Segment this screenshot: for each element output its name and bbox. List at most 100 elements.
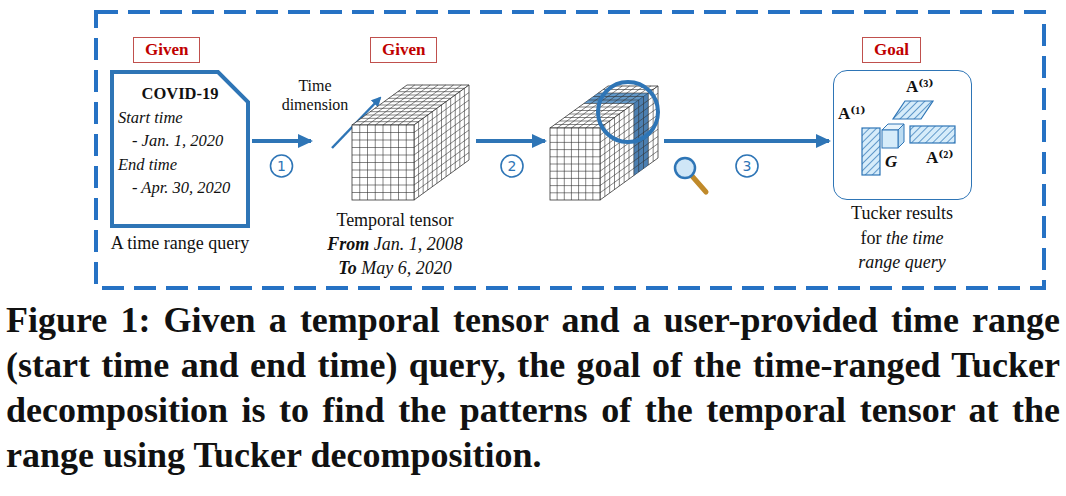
magnifier-handle — [692, 176, 706, 192]
core-tensor — [898, 124, 904, 148]
matrix-label: A⁽²⁾ — [926, 148, 954, 168]
step-arrow — [476, 139, 545, 143]
grid-line — [648, 93, 649, 165]
grid-line — [352, 162, 414, 163]
grid-line — [550, 135, 600, 136]
zoom-circle — [598, 82, 658, 142]
step-circle — [736, 155, 758, 177]
grid-line — [352, 170, 414, 171]
grid-line — [352, 155, 414, 156]
text-line: End time — [118, 153, 242, 177]
grid-line — [357, 121, 419, 122]
grid-line — [565, 117, 615, 118]
core-label: G — [885, 152, 897, 172]
grid-line — [579, 107, 629, 108]
text-line: FromJan. 1, 2008 — [312, 232, 478, 256]
grid-line — [418, 122, 419, 197]
grid-line — [589, 100, 639, 101]
node-text: End time — [118, 155, 177, 174]
text-line: Start time — [118, 106, 242, 130]
node-text: Given — [145, 40, 188, 59]
grid-line — [427, 115, 428, 190]
grid-line — [380, 105, 442, 106]
node-text: Temporal tensor — [336, 210, 453, 230]
node-text: A time range query — [111, 233, 249, 253]
grid-line — [398, 91, 460, 92]
grid-line — [459, 92, 460, 167]
tag-box: Given — [370, 37, 437, 63]
grid-line — [550, 171, 600, 172]
grid-line — [393, 95, 455, 96]
cube-face — [352, 125, 414, 200]
step-arrow — [664, 139, 829, 143]
grid-line — [464, 88, 465, 163]
flow-arrow — [252, 139, 311, 143]
document-outline — [112, 72, 248, 226]
factor-matrix — [910, 126, 955, 143]
grid-line — [569, 114, 619, 115]
factor-matrix — [862, 128, 880, 175]
grid-line — [352, 177, 414, 178]
grid-line — [375, 108, 437, 109]
tag-box: Given — [133, 37, 200, 63]
grid-line — [389, 98, 451, 99]
node-text: Goal — [874, 40, 909, 59]
grid-line — [550, 149, 600, 150]
grid-line — [352, 132, 414, 133]
grid-line — [550, 164, 600, 165]
tensor-cubes — [352, 85, 658, 200]
grid-line — [560, 121, 610, 122]
dashed-frame — [96, 12, 1044, 288]
step-circle — [271, 155, 293, 177]
grid-line — [432, 112, 433, 187]
cube-face — [550, 128, 600, 200]
grid-line — [619, 114, 620, 186]
grid-line — [614, 118, 615, 190]
grid-line — [366, 115, 428, 116]
matrix-label: A⁽¹⁾ — [838, 104, 866, 124]
node-text: Start time — [118, 108, 183, 127]
grid-line — [550, 156, 600, 157]
grid-line — [423, 118, 424, 193]
grid-line — [384, 101, 446, 102]
grid-line — [370, 111, 432, 112]
grid-line — [638, 100, 639, 172]
grid-line — [441, 105, 442, 180]
result-box: Tucker results forthe time range query — [833, 70, 972, 200]
grid-line — [550, 142, 600, 143]
grid-line — [624, 111, 625, 183]
grid-line — [361, 118, 423, 119]
step-circle — [501, 155, 523, 177]
node-text: To — [338, 258, 356, 278]
text-line: COVID-19 — [118, 82, 242, 106]
node-text: - Apr. 30, 2020 — [132, 178, 230, 197]
grid-line — [550, 178, 600, 179]
grid-line — [584, 103, 634, 104]
text-line: - Apr. 30, 2020 — [118, 176, 242, 200]
factor-matrix — [893, 101, 933, 119]
grid-line — [609, 121, 610, 193]
grid-line — [402, 88, 464, 89]
grid-line — [643, 97, 644, 169]
node-text: - Jan. 1, 2020 — [132, 131, 223, 150]
grid-line — [604, 125, 605, 197]
figure-caption: Figure 1: Given a temporal tensor and a … — [6, 298, 1060, 478]
grid-line — [550, 185, 600, 186]
grid-line — [446, 102, 447, 177]
grid-line — [352, 185, 414, 186]
step-number: 3 — [736, 155, 758, 177]
step-number: 2 — [501, 155, 523, 177]
grid-line — [455, 95, 456, 170]
node-text: From — [327, 234, 369, 254]
grid-line — [352, 140, 414, 141]
core-tensor — [882, 130, 898, 148]
axis-label: Time dimension — [280, 76, 350, 114]
grid-line — [550, 192, 600, 193]
magnifier-glass — [675, 158, 695, 178]
query-document: COVID-19Start time - Jan. 1, 2020End time… — [110, 70, 250, 228]
text-line: ToMay 6, 2020 — [312, 256, 478, 280]
node-text: May 6, 2020 — [361, 258, 451, 278]
result-caption: Tucker results forthe time range query — [840, 201, 964, 275]
matrix-label: A⁽³⁾ — [906, 77, 934, 97]
